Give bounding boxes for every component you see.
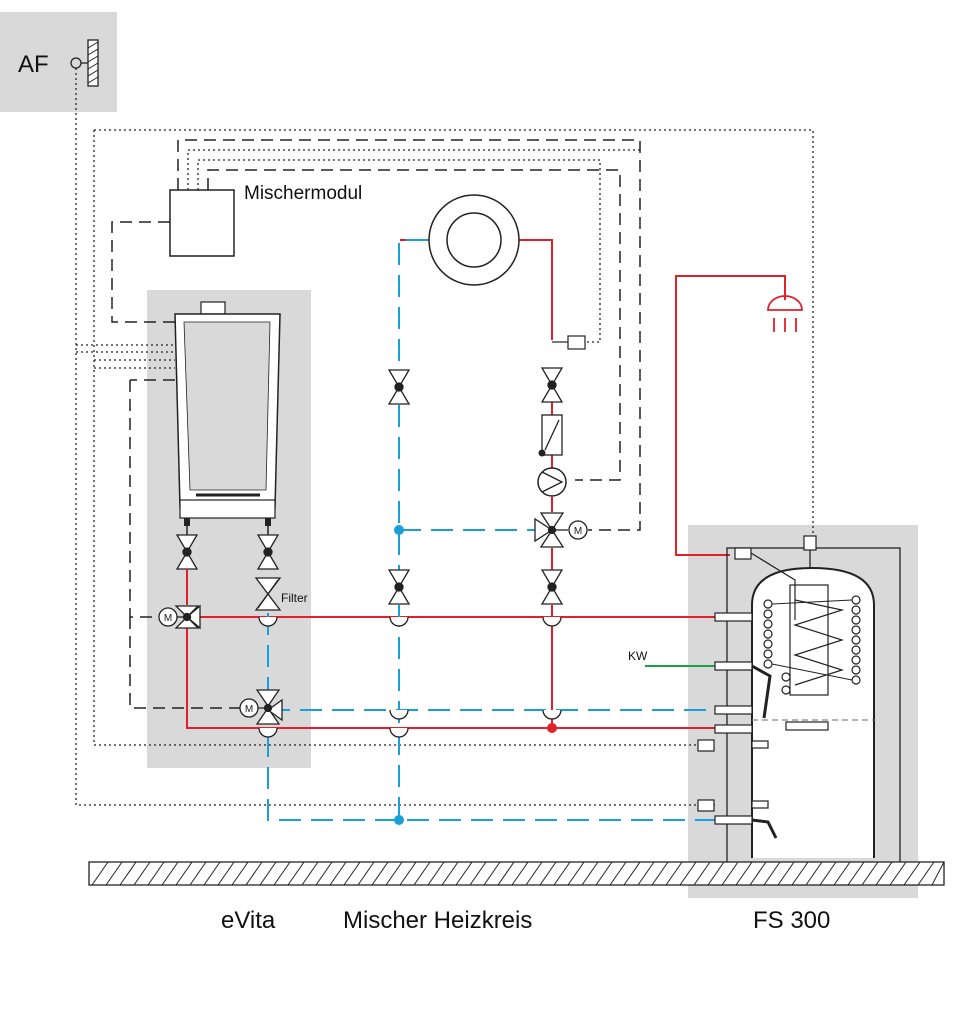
junction-dot [547,723,557,733]
floor-hatch-line [833,861,851,886]
shutoff-valve-icon [387,569,411,605]
floor-hatch-line [161,861,179,886]
floor-hatch-line [455,861,473,886]
floor-hatch-line [819,861,837,886]
floor-hatch-line [707,861,725,886]
control-wiring [111,139,641,709]
floor-hatch-line [609,861,627,886]
filter-label: Filter [281,591,308,605]
crossover-bumps [258,616,562,738]
floor-hatch-line [301,861,319,886]
supply-pipes [186,239,786,729]
floor-hatch-line [441,861,459,886]
sensor-wiring [75,68,814,806]
floor-hatch-line [287,861,305,886]
floor-hatch-line [665,861,683,886]
floor-hatch-line [735,861,753,886]
floor-hatch-line [203,861,221,886]
shutoff-valve-icon [256,534,280,570]
floor-hatch-line [553,861,571,886]
floor-hatch-line [581,861,599,886]
floor-hatch-line [623,861,641,886]
floor-hatch-line [679,861,697,886]
floor-hatch-line [371,861,389,886]
junction-dot [394,815,404,825]
floor-hatch-line [189,861,207,886]
shower-icon [767,295,803,332]
floor-hatch-line [777,861,795,886]
floor-hatch-line [805,861,823,886]
floor-hatch-line [637,861,655,886]
mixing-valve-icon: M [534,512,588,548]
floor-hatch-line [343,861,361,886]
kw-label: KW [628,649,648,663]
floor-hatch-line [259,861,277,886]
floor-hatch-line [497,861,515,886]
return-valve-icon: M [239,689,283,725]
floor-hatch-line [175,861,193,886]
af-label: AF [18,51,49,78]
floor-hatch-line [231,861,249,886]
check-valve-icon [538,414,563,457]
shutoff-valve-icon [540,367,564,403]
floor-hatch-line [91,861,109,886]
return-pipes [267,239,715,821]
floor-hatch-line [791,861,809,886]
floor-hatch-line [539,861,557,886]
floor-hatch-line [749,861,767,886]
floor-hatch-line [483,861,501,886]
floor-hatch-line [875,861,893,886]
pump-icon [537,467,567,512]
shutoff-valve-icon [540,569,564,605]
floor-hatch-line [385,861,403,886]
floor-hatch-line [889,861,907,886]
mixer-module-box [169,189,235,257]
floor-hatch-line [427,861,445,886]
floor-hatch-line [399,861,417,886]
floor-hatch-line [413,861,431,886]
shutoff-valve-icon [387,369,411,405]
floor-hatch-line [245,861,263,886]
floor-hatch-line [105,861,123,886]
floor-hatch-line [721,861,739,886]
temperature-sensor-icon [567,335,586,350]
radiator-icon [428,194,520,286]
junction-dot [394,525,404,535]
floor-hatch-line [357,861,375,886]
floor-hatch-line [511,861,529,886]
floor-hatch-line [861,861,879,886]
floor-hatch-line [329,861,347,886]
floor-hatch-line [133,861,151,886]
floor-hatch-line [847,861,865,886]
filter-icon [254,577,282,611]
svg-text:M: M [245,704,253,715]
svg-text:M: M [574,526,582,537]
mischer-heizkreis-label: Mischer Heizkreis [343,907,532,934]
floor-hatch-line [119,861,137,886]
floor-hatch-line [917,861,935,886]
svg-text:M: M [164,613,172,624]
floor-hatch-line [693,861,711,886]
boiler-evita [174,301,281,526]
floor-hatch-line [595,861,613,886]
floor-hatch-line [273,861,291,886]
floor-hatch-line [763,861,781,886]
floor-hatch-line [315,861,333,886]
floor-hatch-line [931,861,945,886]
floor-hatch-line [567,861,585,886]
floor-hatch-line [525,861,543,886]
floor-hatch-line [147,861,165,886]
floor [88,861,945,886]
floor-hatch-line [903,861,921,886]
floor-hatch-line [217,861,235,886]
floor-hatch-line [651,861,669,886]
floor-hatch-line [469,861,487,886]
evita-label: eVita [221,907,276,934]
diverter-valve-icon: M [158,604,201,630]
mischermodul-label: Mischermodul [244,183,362,204]
fs300-label: FS 300 [753,907,830,934]
